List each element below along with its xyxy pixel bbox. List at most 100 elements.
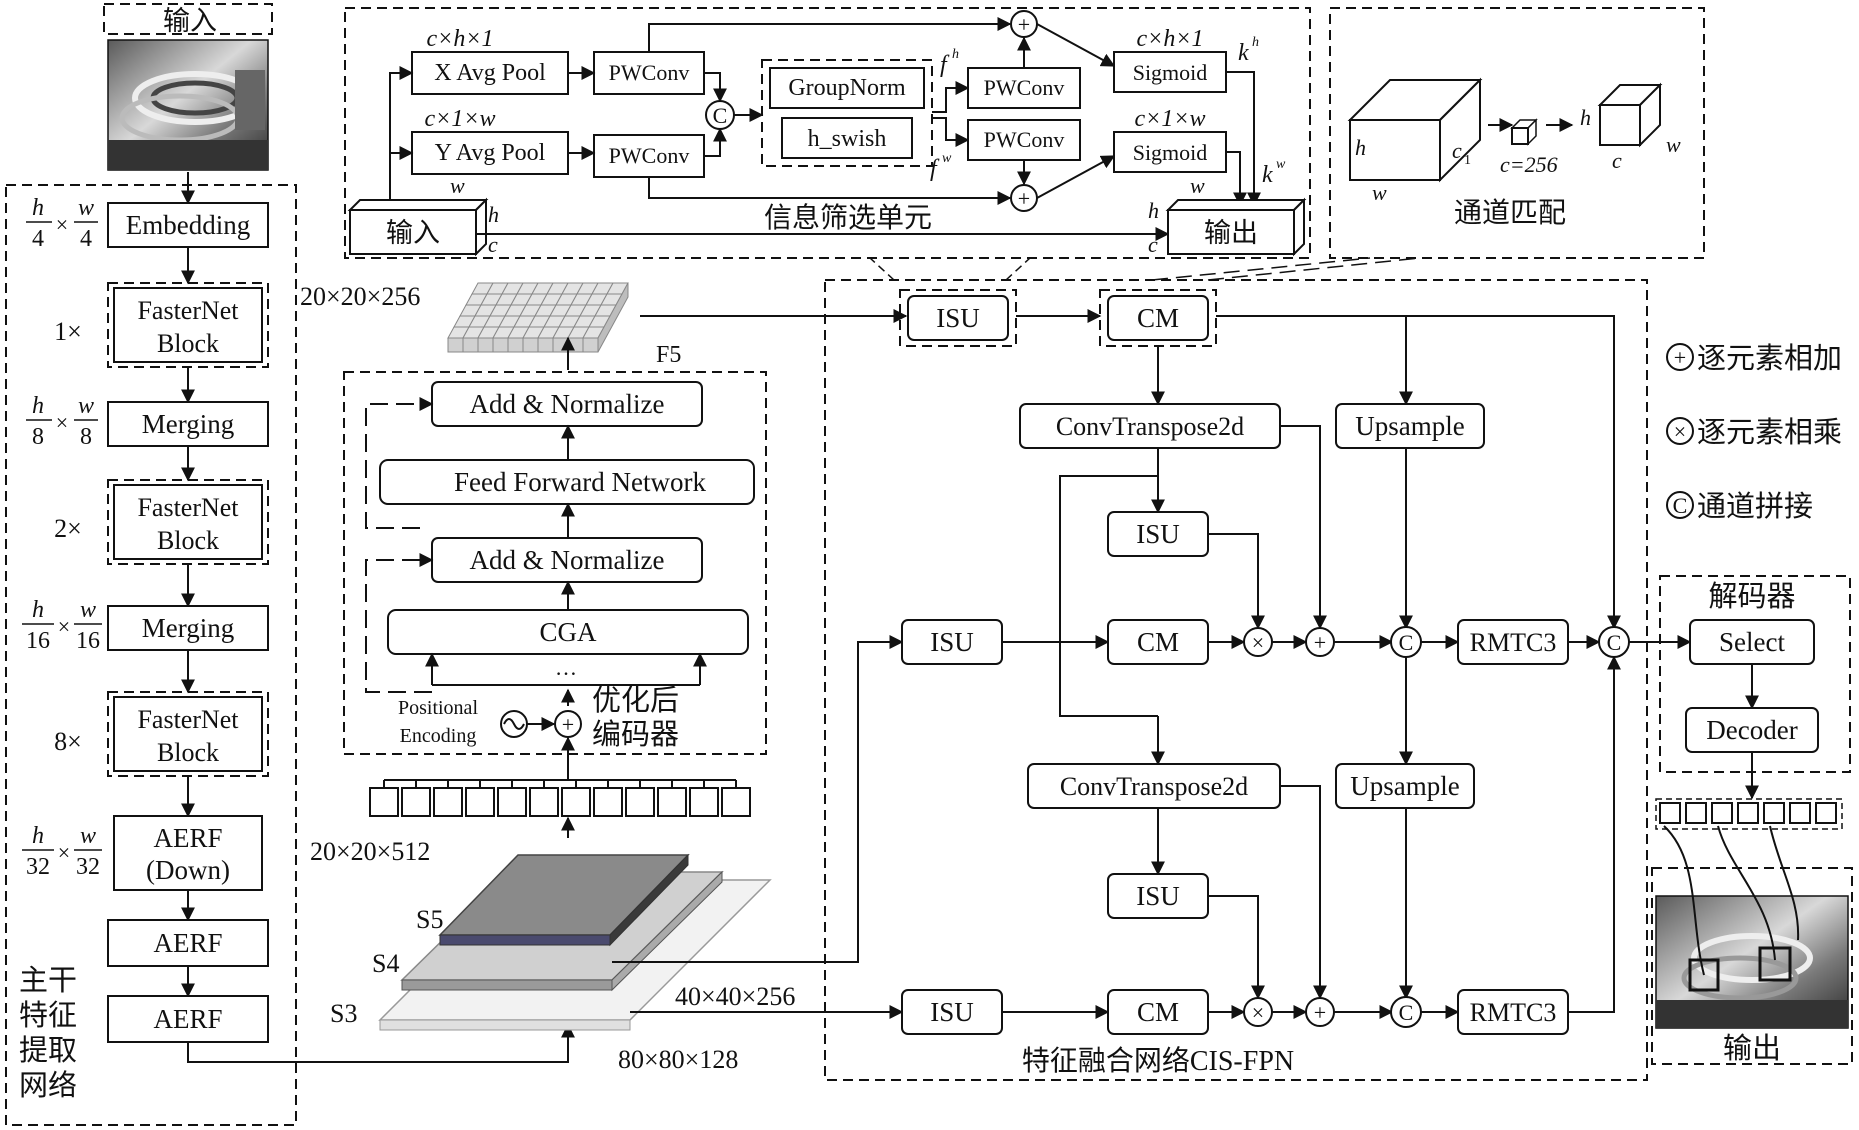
output-frame (1651, 867, 1853, 1065)
fpn-frame (824, 279, 1648, 1081)
svg-text:16: 16 (76, 628, 100, 654)
svg-text:×: × (58, 840, 70, 865)
merging-block-2 (107, 605, 269, 651)
svg-text:ISU: ISU (936, 303, 980, 333)
svg-text:h_swish: h_swish (808, 126, 887, 152)
legend-mul-text: 逐元素相乘 (1697, 416, 1842, 449)
svg-text:w: w (78, 195, 94, 221)
isu-input-label: 输入 (386, 218, 440, 248)
decoder-token (1737, 802, 1759, 824)
backbone-section: 输入 主干 特征 提取 网络 h 4 × w 4 Embedding (5, 3, 575, 1126)
svg-text:h: h (1355, 135, 1366, 160)
svg-text:…: … (555, 655, 577, 680)
tensor-large (1349, 119, 1441, 181)
f5-front-cell (462, 337, 479, 353)
svg-text:C: C (1399, 1000, 1414, 1025)
svg-text:CM: CM (1137, 997, 1179, 1027)
svg-text:AERF: AERF (153, 928, 222, 958)
isu-output-label: 输出 (1204, 218, 1258, 248)
legend: + 逐元素相加 × 逐元素相乘 C 通道拼接 (1666, 342, 1842, 523)
svg-text:FasterNet: FasterNet (137, 705, 239, 734)
isu-detail-section: c×h×1 X Avg Pool c×1×w Y Avg Pool PWConv… (344, 7, 1311, 259)
f5-front-cell (537, 337, 554, 353)
x-avg-pool (411, 51, 569, 95)
svg-text:w: w (78, 393, 94, 419)
svg-text:×: × (1674, 419, 1686, 444)
svg-text:c×h×1: c×h×1 (426, 26, 493, 52)
decoder-token-sequence (1655, 798, 1843, 830)
scale-4: h 32 × w 32 (22, 823, 102, 880)
svg-text:优化后: 优化后 (592, 684, 679, 717)
svg-text:w: w (942, 151, 952, 166)
backbone-title-2: 特征 (19, 999, 77, 1032)
token-sequence (369, 779, 751, 817)
output-label: 输出 (1723, 1032, 1781, 1065)
fpn-section: ISU CM ConvTranspose2d Upsample ISU ISU … (612, 279, 1648, 1081)
svg-text:×: × (58, 614, 70, 639)
svg-text:Merging: Merging (142, 409, 235, 439)
fasternet-block-3 (113, 696, 263, 772)
token (497, 787, 527, 817)
svg-text:Sigmoid: Sigmoid (1133, 140, 1208, 165)
legend-concat-text: 通道拼接 (1697, 490, 1813, 523)
f5-front-cell (567, 337, 584, 353)
token (593, 787, 623, 817)
groupnorm (769, 67, 925, 109)
svg-text:(Down): (Down) (146, 855, 230, 885)
svg-text:C: C (1607, 630, 1622, 655)
svg-text:h: h (32, 823, 44, 849)
isu-detail-frame (344, 7, 1311, 259)
svg-text:编码器: 编码器 (592, 718, 679, 751)
svg-text:Feed Forward Network: Feed Forward Network (454, 467, 706, 497)
backbone-title-4: 网络 (19, 1069, 77, 1102)
svg-text:C: C (1673, 493, 1688, 518)
scale-3: h 16 × w 16 (22, 597, 102, 654)
token (401, 787, 431, 817)
backbone-input-label: 输入 (163, 6, 217, 36)
token (465, 787, 495, 817)
cm-top (1107, 295, 1209, 341)
f5-front-cell (507, 337, 524, 353)
svg-text:ISU: ISU (930, 627, 974, 657)
f5-front-cell (477, 337, 494, 353)
channel-match-frame (1329, 7, 1705, 259)
legend-add-icon (1666, 343, 1694, 371)
decoder-frame (1659, 575, 1851, 773)
svg-text:+: + (1314, 630, 1326, 655)
token (529, 787, 559, 817)
decoder-title: 解码器 (1708, 580, 1795, 613)
aerf-block-2 (107, 995, 269, 1043)
svg-text:f: f (930, 156, 940, 182)
token (625, 787, 655, 817)
s4-dim: 40×40×256 (675, 982, 795, 1011)
channel-match-section: h w c 1 c=256 h c w 通道匹配 (1329, 7, 1705, 259)
svg-text:c: c (1148, 232, 1158, 257)
svg-text:c×h×1: c×h×1 (1136, 26, 1203, 52)
f5-dim: 20×20×256 (300, 282, 420, 311)
svg-text:32: 32 (26, 854, 50, 880)
f5-front-cell (492, 337, 509, 353)
s3-dim: 80×80×128 (618, 1045, 738, 1074)
isu-top (907, 295, 1009, 341)
svg-text:Upsample: Upsample (1350, 771, 1459, 801)
svg-text:Select: Select (1719, 627, 1785, 657)
s4-label: S4 (372, 949, 399, 978)
svg-text:h: h (32, 195, 44, 221)
svg-text:Positional: Positional (398, 697, 478, 719)
aerf-down-block (113, 815, 263, 891)
svg-text:×: × (56, 410, 68, 435)
svg-text:AERF: AERF (153, 1004, 222, 1034)
upsample-top (1335, 403, 1485, 449)
svg-text:FasterNet: FasterNet (137, 296, 239, 325)
backbone-title-3: 提取 (19, 1034, 77, 1067)
backbone-title-1: 主干 (19, 964, 77, 997)
decoder-token (1815, 802, 1837, 824)
f5-label: F5 (656, 342, 681, 368)
svg-text:h: h (1252, 35, 1259, 50)
svg-text:PWConv: PWConv (984, 75, 1065, 100)
svg-text:CM: CM (1137, 627, 1179, 657)
svg-text:4: 4 (32, 226, 44, 252)
isu-input-tensor (347, 197, 489, 257)
svg-text:+: + (562, 712, 574, 737)
token (561, 787, 591, 817)
